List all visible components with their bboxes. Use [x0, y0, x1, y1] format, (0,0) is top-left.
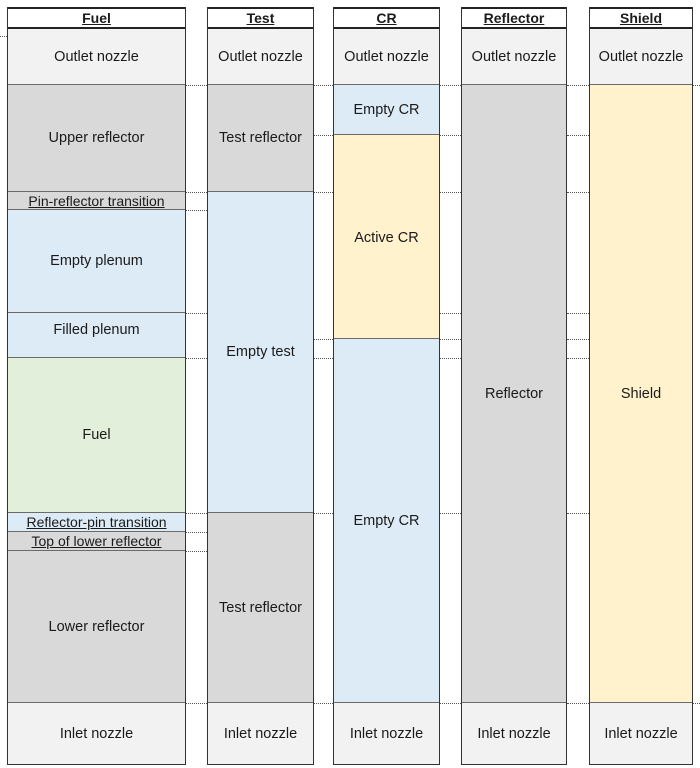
leader-line [0, 36, 7, 37]
shield-inlet-nozzle: Inlet nozzle [589, 703, 693, 765]
test-inlet-nozzle: Inlet nozzle [207, 703, 314, 765]
leader-line [314, 358, 333, 359]
shield-body: Shield [589, 85, 693, 703]
leader-line [693, 703, 700, 704]
cr-inlet-nozzle: Inlet nozzle [333, 703, 440, 765]
leader-line [440, 703, 461, 704]
leader-line [567, 339, 589, 340]
reflector-outlet-nozzle: Outlet nozzle [461, 29, 567, 85]
fuel-inlet-nozzle: Inlet nozzle [7, 703, 186, 765]
fuel-pin-reflector-transition: Pin-reflector transition [7, 192, 186, 210]
leader-line [314, 135, 333, 136]
leader-line [440, 358, 461, 359]
leader-line [186, 513, 207, 514]
leader-line [567, 313, 589, 314]
leader-line [440, 339, 461, 340]
leader-line [440, 192, 461, 193]
leader-line [314, 513, 333, 514]
leader-line [567, 135, 589, 136]
reflector-inlet-nozzle: Inlet nozzle [461, 703, 567, 765]
leader-line [567, 192, 589, 193]
test-empty-test: Empty test [207, 192, 314, 513]
leader-line [314, 339, 333, 340]
cr-active: Active CR [333, 135, 440, 339]
leader-line [440, 313, 461, 314]
leader-line [186, 551, 207, 552]
leader-line [186, 85, 207, 86]
leader-line [440, 513, 461, 514]
fuel-empty-plenum: Empty plenum [7, 210, 186, 313]
leader-line [440, 85, 461, 86]
cr-empty-bottom: Empty CR [333, 339, 440, 703]
shield-column: Shield Outlet nozzle Shield Inlet nozzle [589, 7, 693, 765]
fuel-upper-reflector: Upper reflector [7, 85, 186, 192]
leader-line [440, 135, 461, 136]
leader-line [693, 85, 700, 86]
cr-empty-top: Empty CR [333, 85, 440, 135]
leader-line [567, 703, 589, 704]
test-reflector-bottom: Test reflector [207, 513, 314, 703]
leader-line [186, 192, 207, 193]
fuel-top-of-lower-reflector: Top of lower reflector [7, 532, 186, 551]
leader-line [186, 313, 207, 314]
reflector-body: Reflector [461, 85, 567, 703]
leader-line [567, 513, 589, 514]
leader-line [567, 358, 589, 359]
fuel-outlet-nozzle: Outlet nozzle [7, 29, 186, 85]
reflector-header: Reflector [461, 7, 567, 29]
leader-line [567, 85, 589, 86]
fuel-filled-plenum: Filled plenum [7, 313, 186, 358]
leader-line [314, 85, 333, 86]
cr-header: CR [333, 7, 440, 29]
shield-header: Shield [589, 7, 693, 29]
test-column: Test Outlet nozzle Test reflector Empty … [207, 7, 314, 765]
leader-line [186, 532, 207, 533]
leader-line [186, 358, 207, 359]
leader-line [186, 703, 207, 704]
leader-line [314, 703, 333, 704]
fuel-header: Fuel [7, 7, 186, 29]
leader-line [186, 210, 207, 211]
leader-line [314, 192, 333, 193]
fuel-lower-reflector: Lower reflector [7, 551, 186, 703]
cr-column: CR Outlet nozzle Empty CR Active CR Empt… [333, 7, 440, 765]
reflector-column: Reflector Outlet nozzle Reflector Inlet … [461, 7, 567, 765]
fuel-fuel-zone: Fuel [7, 358, 186, 513]
test-header: Test [207, 7, 314, 29]
shield-outlet-nozzle: Outlet nozzle [589, 29, 693, 85]
test-reflector-top: Test reflector [207, 85, 314, 192]
fuel-column: Fuel Outlet nozzle Upper reflector Pin-r… [7, 7, 186, 765]
test-outlet-nozzle: Outlet nozzle [207, 29, 314, 85]
fuel-reflector-pin-transition: Reflector-pin transition [7, 513, 186, 532]
cr-outlet-nozzle: Outlet nozzle [333, 29, 440, 85]
